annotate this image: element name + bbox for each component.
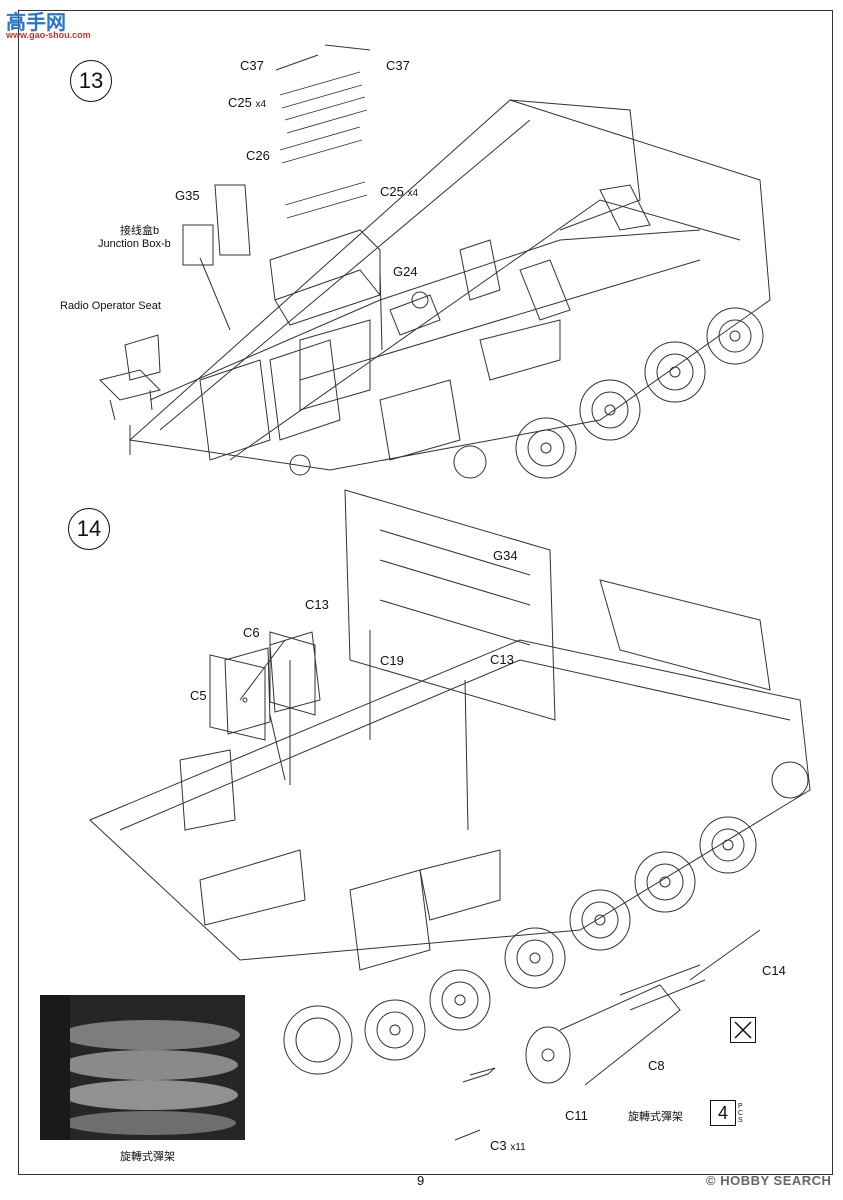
radio-operator-seat-label: Radio Operator Seat [60, 300, 161, 312]
hobbysearch-brand: HOBBY SEARCH [720, 1173, 832, 1188]
part-c37-right: C37 [386, 58, 410, 73]
pcs-text: PCS [738, 1102, 744, 1124]
part-g34: G34 [493, 548, 518, 563]
part-c5: C5 [190, 688, 207, 703]
part-c3: C3 x11 [490, 1138, 526, 1153]
watermark-logo: 高手网 [6, 12, 66, 34]
step-13-marker: 13 [70, 60, 112, 102]
cut-tool-glyph [734, 1021, 752, 1039]
part-c26: C26 [246, 148, 270, 163]
step-14-marker: 14 [68, 508, 110, 550]
part-c3-label: C3 [490, 1138, 507, 1153]
part-c19: C19 [380, 653, 404, 668]
part-c14: C14 [762, 963, 786, 978]
part-c11: C11 [565, 1108, 588, 1123]
page-number: 9 [417, 1173, 425, 1188]
part-c25-top-label: C25 [228, 95, 252, 110]
part-c13-left: C13 [305, 597, 329, 612]
part-c8: C8 [648, 1058, 665, 1073]
reference-photo-shells [40, 995, 245, 1140]
copyright-mark: © [706, 1173, 717, 1188]
page-border [18, 10, 833, 1175]
hobbysearch-watermark: © HOBBY SEARCH [706, 1173, 831, 1188]
step13-hull [99, 44, 771, 479]
part-c6: C6 [243, 625, 260, 640]
step14-hull [89, 489, 811, 1141]
part-c25-top-qty: x4 [255, 99, 267, 110]
junction-box-en: Junction Box-b [98, 238, 171, 250]
part-c3-qty: x11 [510, 1142, 526, 1153]
watermark-url: www.gao-shou.com [6, 30, 91, 40]
part-g35: G35 [175, 188, 200, 203]
part-c25-mid: C25 x4 [380, 184, 418, 199]
rotary-rack-label: 旋轉式彈架 [628, 1111, 683, 1123]
part-c25-mid-label: C25 [380, 184, 404, 199]
pcs-indicator: 4 PCS [710, 1100, 746, 1126]
junction-box-cn: 接线盒b [120, 225, 160, 237]
pcs-count-box: 4 [710, 1100, 736, 1126]
part-g24: G24 [393, 264, 418, 279]
part-c13-right: C13 [490, 652, 514, 667]
photo-caption: 旋轉式彈架 [120, 1151, 175, 1163]
part-c25-mid-qty: x4 [407, 188, 419, 199]
part-c25-top: C25 x4 [228, 95, 266, 110]
part-c37-left: C37 [240, 58, 264, 73]
reference-photo [40, 995, 245, 1140]
cut-tool-icon [730, 1017, 756, 1043]
